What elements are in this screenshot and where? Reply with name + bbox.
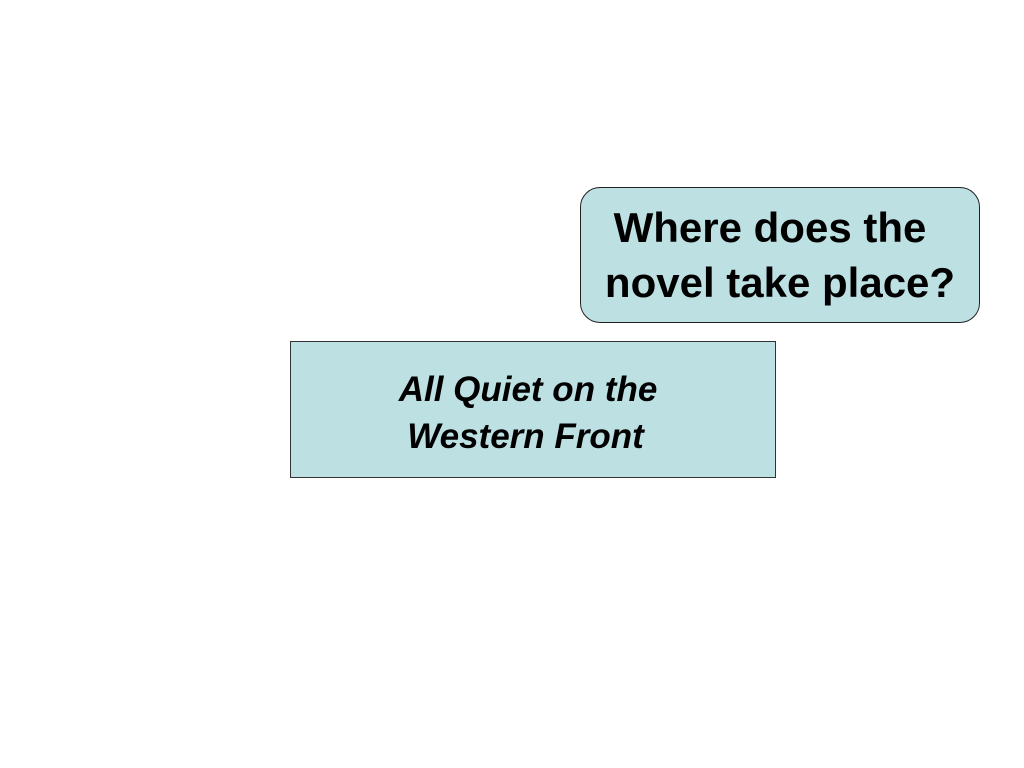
answer-text-line-2: Western Front [407,417,644,456]
question-callout: Where does the novel take place? [580,187,980,323]
answer-box: All Quiet on the Western Front [290,341,776,478]
answer-text-line-1: All Quiet on the [398,370,658,409]
question-text-line-2: novel take place? [604,259,956,306]
question-text-line-1: Where does the [613,204,927,251]
